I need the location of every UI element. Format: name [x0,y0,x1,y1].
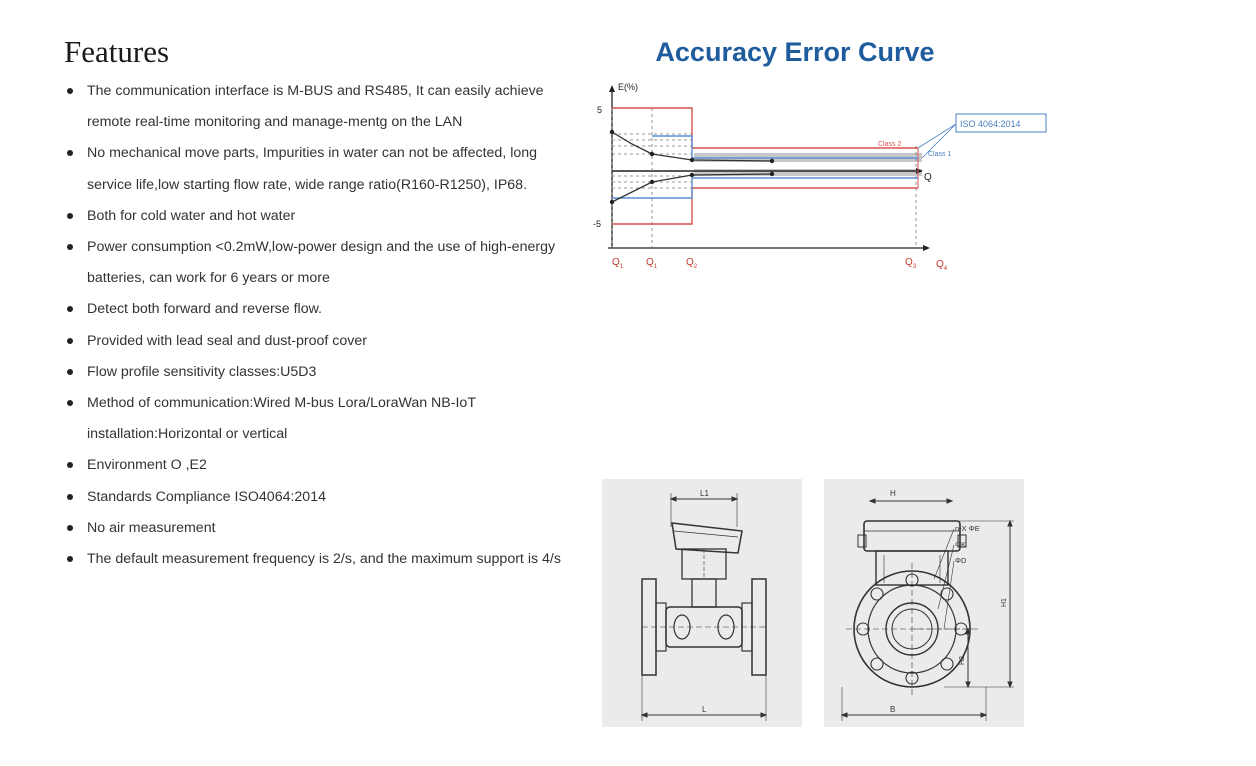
x-tick-sub: 1 [620,264,624,270]
features-section: Features The communication interface is … [64,34,564,575]
y-axis-label: E(%) [618,82,638,92]
feature-item: Method of communication:Wired M-bus Lora… [64,388,564,450]
front-view-drawing: H B n-X ΦE ΦK ΦD H1 H2 [824,479,1024,727]
front-right-lower-dimension: H2 [959,656,966,665]
accuracy-error-curve: E(%) Q 5 -5 Q1 Q1 Q2 Q3 Q4 Class 2 Class… [593,82,1047,272]
feature-item: Provided with lead seal and dust-proof c… [64,326,564,357]
feature-item: The default measurement frequency is 2/s… [64,544,564,575]
class1-label: Class 1 [928,151,951,158]
class1-upper-limit [652,135,918,159]
x-tick-sub: 1 [654,264,658,270]
side-top-dimension: L1 [700,489,709,498]
x-tick-sub: 2 [694,264,698,270]
x-tick-label: Q [936,259,944,270]
iso-leader [917,123,957,149]
x-tick-label: Q [686,257,694,268]
class1-lower-limit [612,177,918,199]
feature-item: Both for cold water and hot water [64,201,564,232]
front-bottom-dimension: B [890,705,895,714]
features-heading: Features [64,34,170,69]
class2-lower-limit [612,187,918,225]
svg-text:Q4: Q4 [936,259,948,272]
x-tick-label: Q [905,257,913,268]
x-tick-sub: 4 [944,266,948,272]
side-view-drawing: L1 L [602,479,802,727]
grey-band-lower [694,169,922,176]
y-tick-label: -5 [593,219,601,229]
features-list: The communication interface is M-BUS and… [64,76,564,575]
feature-item: No mechanical move parts, Impurities in … [64,138,564,200]
y-axis-arrow [609,85,615,92]
x-axis-arrow [923,245,930,251]
class2-label: Class 2 [878,141,901,148]
iso-leader [921,123,957,159]
svg-text:Q1: Q1 [612,257,624,270]
iso-standard-label: ISO 4064:2014 [960,119,1021,129]
x-tick-sub: 3 [913,264,917,270]
feature-item: Power consumption <0.2mW,low-power desig… [64,232,564,294]
feature-item: Detect both forward and reverse flow. [64,294,564,325]
x-tick-labels: Q1 Q1 Q2 Q3 Q4 [612,257,948,272]
front-top-dimension: H [890,489,896,498]
feature-item: No air measurement [64,513,564,544]
feature-item: Environment O ,E2 [64,450,564,481]
front-callout: ΦD [955,556,967,565]
svg-text:Q3: Q3 [905,257,917,270]
feature-item: Standards Compliance ISO4064:2014 [64,482,564,513]
svg-text:Q1: Q1 [646,257,658,270]
x-axis-label: Q [924,172,932,183]
iso-standard-box [955,113,1047,133]
curve-points [609,129,775,205]
x-tick-label: Q [612,257,620,268]
y-tick-label: 5 [597,105,602,115]
feature-item: The communication interface is M-BUS and… [64,76,564,138]
class2-upper-limit [612,107,918,149]
svg-text:Q2: Q2 [686,257,698,270]
side-bottom-dimension: L [702,705,707,714]
curve-title: Accuracy Error Curve [655,37,935,67]
x-tick-label: Q [646,257,654,268]
front-right-dimension: H1 [1001,598,1008,607]
feature-item: Flow profile sensitivity classes:U5D3 [64,357,564,388]
front-callout: n-X ΦE [955,524,980,533]
front-callout: ΦK [955,540,966,549]
